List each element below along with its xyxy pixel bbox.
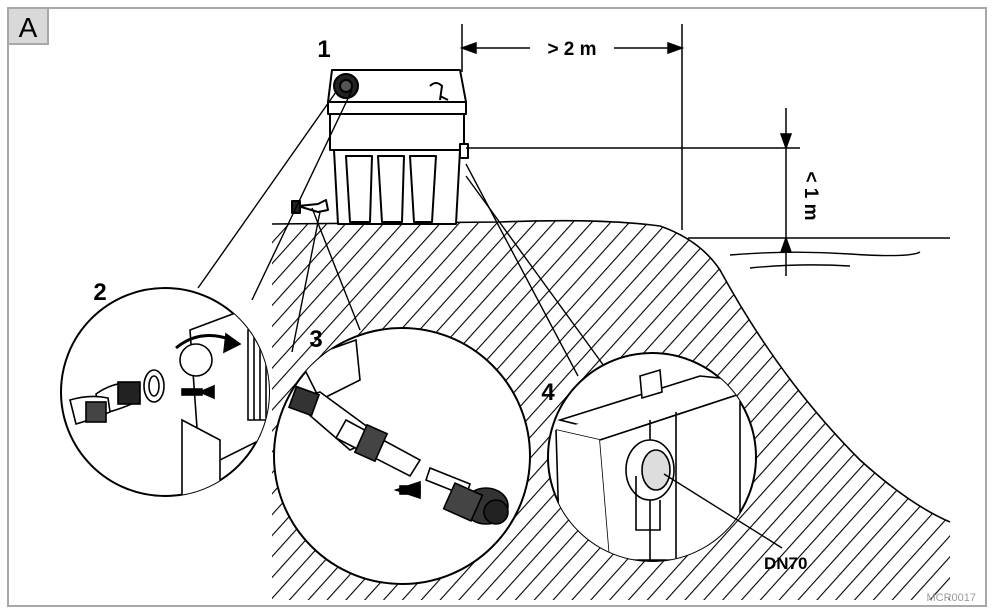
detail-4 — [547, 352, 757, 562]
callout-1: 1 — [317, 36, 330, 63]
dimension-horizontal-label: > 2 m — [547, 39, 596, 60]
callout-3: 3 — [309, 326, 322, 353]
figure-code: MCR0017 — [926, 592, 976, 604]
dn70-label: DN70 — [764, 554, 807, 573]
detail-leaders — [197, 89, 605, 377]
filter-unit — [291, 69, 469, 225]
callout-4: 4 — [541, 379, 555, 406]
dn70-leader — [663, 473, 783, 549]
dimension-vertical-label: < 1 m — [800, 171, 821, 220]
panel-label-box: A — [7, 7, 49, 45]
detail-2 — [60, 287, 270, 497]
dimension-horizontal — [459, 24, 685, 230]
water-surface — [688, 237, 950, 269]
panel-label: A — [19, 12, 38, 43]
callout-2: 2 — [93, 279, 106, 306]
dimension-vertical — [466, 108, 800, 276]
detail-3 — [273, 327, 531, 585]
